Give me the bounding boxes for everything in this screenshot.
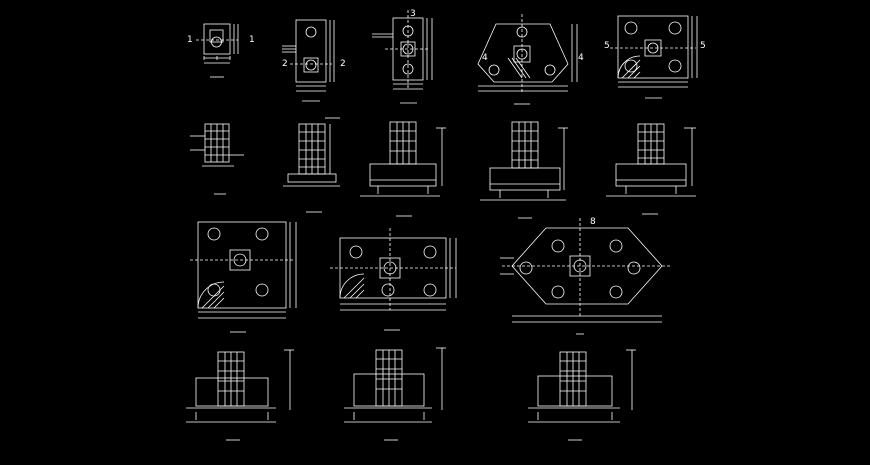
section-marker-1-right: 1 xyxy=(249,35,255,45)
section-marker-4-left: 4 xyxy=(482,53,488,63)
section-marker-4-right: 4 xyxy=(578,53,584,63)
section-marker-5-right: 5 xyxy=(700,41,706,51)
plan-cap-8 xyxy=(500,218,672,335)
section-4-4 xyxy=(480,121,568,219)
plan-cap-4 xyxy=(477,14,578,105)
section-marker-5-left: 5 xyxy=(604,41,610,51)
section-marker-2-left: 2 xyxy=(282,59,288,69)
section-6-6 xyxy=(186,349,294,441)
section-7-7 xyxy=(344,347,446,441)
section-2-2 xyxy=(283,117,340,213)
section-marker-1-left: 1 xyxy=(187,35,193,45)
plan-cap-2 xyxy=(282,19,335,102)
section-1-1 xyxy=(190,123,244,195)
section-marker-8: 8 xyxy=(590,217,596,227)
plan-cap-1 xyxy=(196,23,239,78)
plan-cap-3 xyxy=(372,10,433,104)
plan-cap-5 xyxy=(610,15,698,99)
plan-cap-7 xyxy=(330,228,457,331)
section-marker-2-right: 2 xyxy=(340,59,346,69)
section-marker-3-top: 3 xyxy=(410,9,416,19)
section-8-8 xyxy=(528,349,636,441)
plan-cap-6 xyxy=(190,221,297,333)
section-5-5 xyxy=(606,123,696,215)
section-3-3 xyxy=(360,121,446,217)
